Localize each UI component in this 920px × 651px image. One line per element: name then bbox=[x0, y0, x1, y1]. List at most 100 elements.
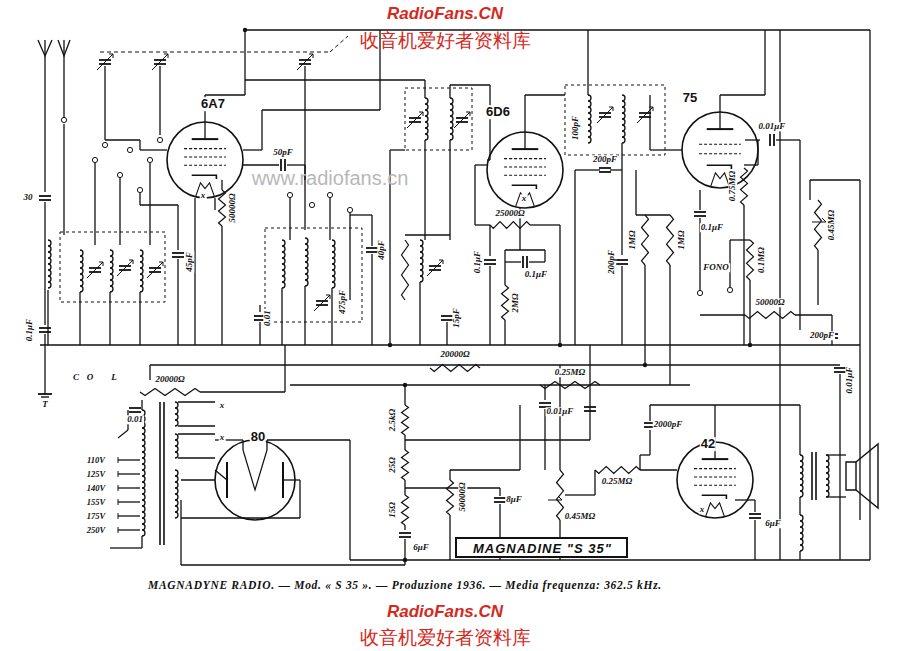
component-value: 0.1μF bbox=[700, 223, 724, 232]
wire bbox=[650, 149, 682, 150]
coil-symbol bbox=[622, 95, 625, 143]
resistor-symbol bbox=[402, 240, 409, 300]
component-value: 0.1μF bbox=[473, 250, 482, 274]
wire bbox=[869, 30, 870, 560]
component-value: 0.1μF bbox=[524, 270, 548, 279]
capacitor-symbol bbox=[129, 407, 141, 409]
capacitor-symbol bbox=[154, 63, 166, 65]
tube-cathode bbox=[707, 165, 732, 169]
wire bbox=[489, 266, 490, 345]
capacitor-symbol bbox=[172, 256, 184, 258]
wire bbox=[221, 180, 222, 190]
capacitor-symbol bbox=[484, 263, 496, 265]
tube-grid bbox=[694, 485, 736, 486]
wire bbox=[149, 365, 150, 380]
component-value: C bbox=[72, 373, 80, 382]
switch-contact bbox=[117, 172, 122, 177]
component-value: x bbox=[521, 194, 528, 203]
component-value: 15Ω bbox=[388, 501, 397, 519]
capacitor-symbol bbox=[584, 410, 596, 412]
capacitor-symbol bbox=[599, 116, 611, 118]
wire bbox=[404, 385, 405, 405]
capacitor-symbol bbox=[834, 367, 846, 369]
tube-envelope bbox=[682, 112, 758, 188]
coil-symbol bbox=[140, 250, 143, 292]
capacitor-symbol bbox=[39, 195, 51, 197]
wire bbox=[242, 440, 243, 450]
component-value: 0.01μF bbox=[758, 122, 787, 131]
wire bbox=[331, 288, 332, 345]
voltage-tap bbox=[118, 527, 119, 533]
transformer-core bbox=[163, 402, 165, 545]
wire bbox=[826, 454, 846, 455]
wire bbox=[104, 66, 105, 140]
wire bbox=[754, 500, 755, 512]
wire bbox=[559, 365, 560, 470]
wire bbox=[281, 288, 282, 345]
wire bbox=[159, 66, 160, 135]
tube-grid bbox=[694, 476, 736, 477]
wire bbox=[831, 340, 832, 345]
component-value: 125V bbox=[86, 470, 106, 479]
wire bbox=[649, 430, 650, 455]
capacitor-symbol bbox=[616, 263, 628, 265]
tube-heater bbox=[706, 503, 725, 517]
wire bbox=[839, 374, 840, 560]
wire bbox=[63, 124, 64, 235]
wire bbox=[640, 469, 677, 470]
shield-can bbox=[565, 85, 665, 155]
tube-envelope bbox=[487, 132, 563, 208]
wire bbox=[110, 547, 142, 548]
variable-capacitor-arrow bbox=[147, 262, 163, 278]
wire bbox=[245, 29, 870, 30]
capacitor-symbol bbox=[599, 171, 611, 173]
wire bbox=[390, 149, 405, 150]
wire bbox=[475, 164, 487, 165]
capacitor-symbol bbox=[89, 267, 101, 269]
variable-capacitor-arrow bbox=[117, 260, 133, 276]
shield-can bbox=[405, 88, 472, 150]
transformer-core bbox=[159, 402, 161, 545]
variable-capacitor-arrow bbox=[129, 260, 133, 264]
resistor-symbol bbox=[402, 405, 409, 435]
capacitor-symbol bbox=[99, 63, 111, 65]
switch-contact bbox=[309, 202, 314, 207]
wire bbox=[450, 84, 490, 85]
wire bbox=[559, 225, 560, 345]
capacitor-symbol bbox=[456, 121, 468, 123]
wire bbox=[636, 214, 670, 215]
component-value: T bbox=[41, 400, 49, 409]
wire bbox=[40, 344, 860, 345]
wire bbox=[44, 202, 45, 325]
component-value: 155V bbox=[86, 498, 106, 507]
capacitor-symbol bbox=[99, 59, 111, 61]
voltage-tap bbox=[118, 471, 119, 477]
tube-grid bbox=[694, 468, 736, 469]
resistor-symbol bbox=[557, 470, 564, 520]
wire bbox=[499, 488, 500, 496]
component-value: 0.1MΩ bbox=[757, 246, 766, 274]
resistor-symbol bbox=[667, 215, 674, 265]
wire bbox=[649, 405, 650, 421]
wire bbox=[284, 345, 285, 392]
capacitor-symbol bbox=[539, 402, 551, 404]
wire bbox=[730, 239, 750, 240]
wire bbox=[446, 322, 447, 345]
tube-grid bbox=[184, 165, 226, 166]
component-value: 20000Ω bbox=[439, 350, 470, 359]
wire bbox=[141, 400, 142, 410]
watermark: RadioFans.CN bbox=[386, 603, 504, 621]
capacitor-symbol bbox=[39, 327, 51, 329]
wire bbox=[204, 122, 205, 139]
wire bbox=[635, 170, 636, 215]
wire bbox=[261, 110, 262, 150]
wire bbox=[565, 494, 595, 495]
wire bbox=[640, 454, 650, 455]
wire bbox=[744, 164, 758, 165]
wire bbox=[525, 94, 565, 95]
wire bbox=[826, 496, 846, 497]
capacitor-symbol bbox=[39, 331, 51, 333]
wire bbox=[544, 385, 545, 400]
wire bbox=[799, 140, 800, 330]
component-value: 100pF bbox=[571, 115, 580, 141]
